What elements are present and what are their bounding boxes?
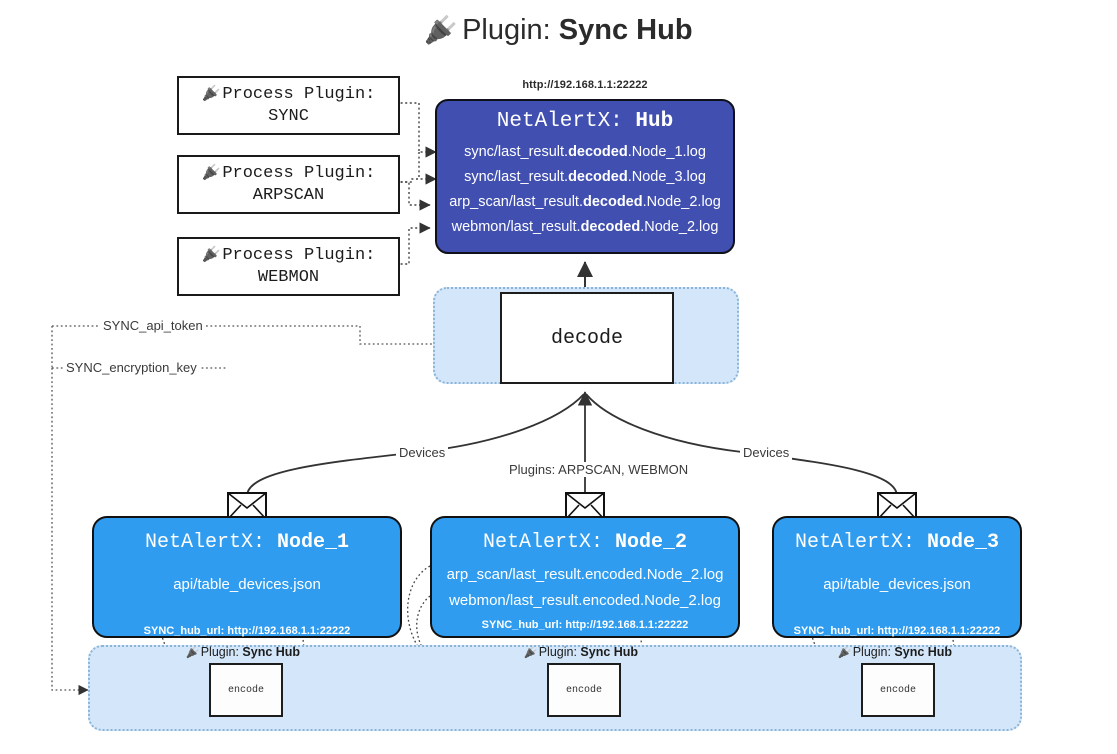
process-plugin-arpscan-line1: 🔌Process Plugin:: [202, 163, 376, 184]
encode-label: encode: [879, 684, 916, 696]
node-2-line-2: webmon/last_result.encoded.Node_2.log: [449, 592, 721, 609]
node-2-header-prefix: NetAlertX:: [482, 531, 603, 554]
plugins-center-label: Plugins: ARPSCAN, WEBMON: [506, 462, 692, 477]
plug-icon: 🔌: [201, 86, 221, 104]
label: Process Plugin:: [222, 85, 376, 105]
process-plugin-sync-line2: SYNC: [268, 106, 309, 126]
name: Sync Hub: [580, 645, 639, 659]
encoder-2-plugin-label: 🔌Plugin: Sync Hub: [524, 645, 638, 659]
devices-right-label: Devices: [740, 445, 793, 460]
edge-arpscan-line: [396, 173, 437, 185]
t: webmon/last_result.: [451, 218, 581, 235]
plug-icon: 🔌: [424, 15, 459, 45]
edge-arpscan-to-hub: [396, 181, 431, 211]
page-title: 🔌Plugin: Sync Hub: [0, 14, 1117, 47]
page-title-prefix: Plugin:: [462, 14, 551, 46]
plug-icon: 🔌: [838, 647, 852, 659]
t: .Node_1.log: [627, 144, 706, 160]
process-plugin-webmon-line2: WEBMON: [257, 267, 320, 287]
process-plugin-arpscan[interactable]: 🔌Process Plugin: ARPSCAN: [177, 155, 400, 214]
node-2-line-1: arp_scan/last_result.encoded.Node_2.log: [446, 566, 724, 583]
node-3-header-name: Node_3: [927, 531, 1000, 554]
node-1-url-label: SYNC_hub_url: http://192.168.1.1:22222: [143, 625, 351, 637]
plug-icon: 🔌: [524, 647, 538, 659]
hub-log-4: webmon/last_result.decoded.Node_2.log: [437, 215, 733, 240]
encode-box-1[interactable]: encode: [209, 663, 283, 717]
encoder-3-plugin-label: 🔌Plugin: Sync Hub: [838, 645, 952, 659]
edge-webmon-to-hub: [396, 222, 431, 265]
sync-api-token-label: SYNC_api_token: [100, 318, 206, 333]
t: decoded: [568, 144, 628, 160]
node-3-url-label: SYNC_hub_url: http://192.168.1.1:22222: [793, 625, 1001, 637]
t: decoded: [582, 193, 643, 210]
edge-enckey-to-encoders: [51, 368, 89, 696]
label: Process Plugin:: [222, 164, 376, 184]
hub-box[interactable]: NetAlertX: Hub sync/last_result.decoded.…: [435, 99, 735, 254]
t: .Node_3.log: [627, 168, 706, 185]
node-1-header: NetAlertX: Node_1: [94, 531, 400, 554]
encode-box-2[interactable]: encode: [547, 663, 621, 717]
edge-sync-to-hub1: [396, 102, 437, 158]
label: Plugin:: [852, 645, 891, 659]
hub-header-name: Hub: [635, 110, 674, 133]
encode-label: encode: [565, 684, 602, 696]
encoder-1-plugin-label: 🔌Plugin: Sync Hub: [186, 645, 300, 659]
node-1-header-name: Node_1: [277, 531, 350, 554]
hub-header-prefix: NetAlertX:: [496, 110, 623, 133]
hub-log-2: sync/last_result.decoded.Node_3.log: [437, 165, 733, 190]
sync-encryption-key-label: SYNC_encryption_key: [63, 360, 200, 375]
devices-left-label: Devices: [396, 445, 449, 460]
label: Process Plugin:: [222, 246, 376, 266]
node-1-header-prefix: NetAlertX:: [144, 531, 265, 554]
decode-label: decode: [550, 326, 623, 350]
hub-header: NetAlertX: Hub: [437, 110, 733, 133]
node-box-node-2[interactable]: NetAlertX: Node_2 arp_scan/last_result.e…: [430, 516, 740, 638]
node-box-node-3[interactable]: NetAlertX: Node_3 api/table_devices.json…: [772, 516, 1022, 638]
node-2-header: NetAlertX: Node_2: [432, 531, 738, 554]
encode-box-3[interactable]: encode: [861, 663, 935, 717]
page-title-name: Sync Hub: [558, 14, 693, 46]
label: Plugin:: [200, 645, 239, 659]
node-box-node-1[interactable]: NetAlertX: Node_1 api/table_devices.json…: [92, 516, 402, 638]
process-plugin-webmon[interactable]: 🔌Process Plugin: WEBMON: [177, 237, 400, 296]
envelope-icon: [877, 492, 917, 525]
name: Sync Hub: [894, 645, 953, 659]
decode-box[interactable]: decode: [500, 292, 674, 384]
t: sync/last_result.: [464, 168, 569, 185]
process-plugin-webmon-line1: 🔌Process Plugin:: [202, 245, 376, 266]
node-2-url-label: SYNC_hub_url: http://192.168.1.1:22222: [481, 619, 689, 631]
plug-icon: 🔌: [201, 247, 221, 265]
t: decoded: [568, 168, 628, 185]
node-1-line-1: api/table_devices.json: [173, 576, 321, 593]
node-3-header-prefix: NetAlertX:: [794, 531, 915, 554]
t: sync/last_result.: [464, 144, 569, 160]
process-plugin-sync[interactable]: 🔌Process Plugin: SYNC: [177, 76, 400, 135]
node-2-header-name: Node_2: [615, 531, 688, 554]
t: arp_scan/last_result.: [449, 193, 583, 210]
hub-log-3: arp_scan/last_result.decoded.Node_2.log: [437, 190, 733, 215]
t: .Node_2.log: [642, 193, 721, 210]
process-plugin-sync-line1: 🔌Process Plugin:: [202, 84, 376, 105]
plug-icon: 🔌: [201, 165, 221, 183]
plug-icon: 🔌: [186, 647, 200, 659]
encode-label: encode: [227, 684, 264, 696]
node-3-line-1: api/table_devices.json: [823, 576, 971, 593]
process-plugin-arpscan-line2: ARPSCAN: [252, 185, 325, 205]
label: Plugin:: [538, 645, 577, 659]
t: .Node_2.log: [640, 218, 719, 235]
envelope-icon: [227, 492, 267, 525]
hub-url-label: http://192.168.1.1:22222: [522, 79, 648, 91]
hub-log-1: sync/last_result.decoded.Node_1.log: [437, 140, 733, 165]
t: decoded: [580, 218, 641, 235]
node-3-header: NetAlertX: Node_3: [774, 531, 1020, 554]
name: Sync Hub: [242, 645, 301, 659]
envelope-icon: [565, 492, 605, 525]
